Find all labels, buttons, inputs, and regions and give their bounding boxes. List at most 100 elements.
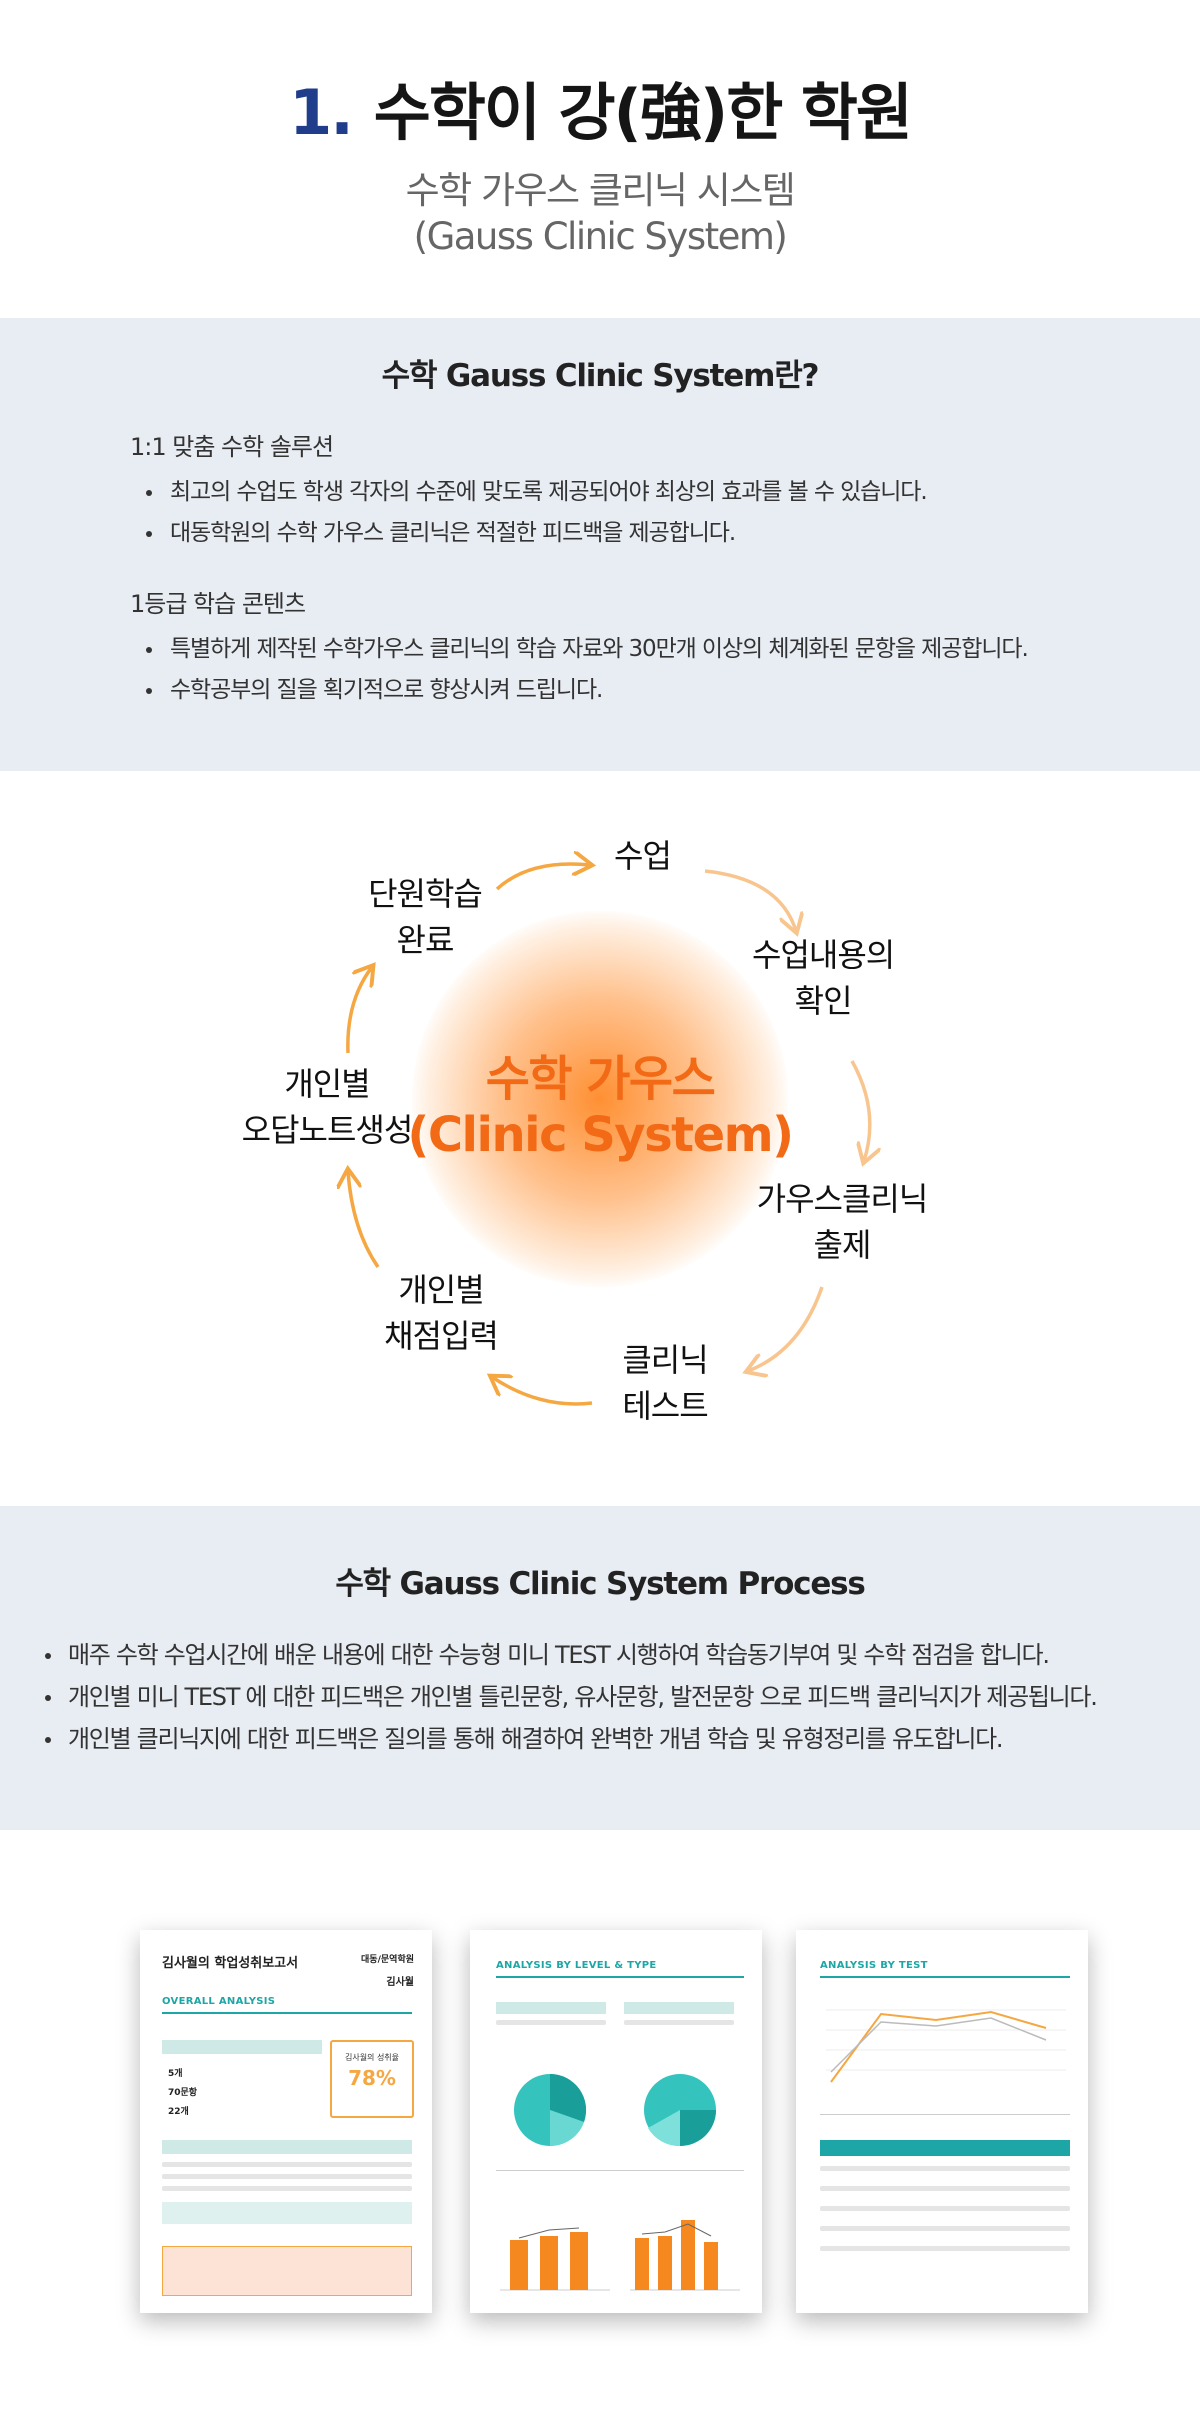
report-score: 78% bbox=[348, 2066, 396, 2090]
cycle-step-note: 개인별 오답노트생성 bbox=[234, 1061, 420, 1153]
step-line1: 개인별 bbox=[398, 1271, 484, 1309]
report-row bbox=[820, 2206, 1070, 2211]
arrow-exam-to-test bbox=[748, 1286, 824, 1371]
cycle-diagram: 수학 가우스 (Clinic System) 수업 수업내용의 확인 가우스클리… bbox=[0, 771, 1200, 1506]
step-line1: 수업내용의 bbox=[752, 936, 895, 974]
center-line2: (Clinic System) bbox=[407, 1107, 794, 1163]
report-table-header bbox=[162, 2040, 322, 2054]
process-list: 매주 수학 수업시간에 배운 내용에 대한 수능형 미니 TEST 시행하여 학… bbox=[40, 1634, 1190, 1760]
report-row bbox=[820, 2226, 1070, 2231]
report-section-title: ANALYSIS BY LEVEL & TYPE bbox=[496, 1960, 657, 1971]
report-row bbox=[162, 2174, 412, 2179]
report-note bbox=[162, 2202, 412, 2224]
subtitle-line2: (Gauss Clinic System) bbox=[413, 215, 788, 258]
intro-section: 수학 Gauss Clinic System란? 1:1 맞춤 수학 솔루션 최… bbox=[0, 318, 1200, 771]
list-item: 매주 수학 수업시간에 배운 내용에 대한 수능형 미니 TEST 시행하여 학… bbox=[40, 1634, 1190, 1676]
cycle-step-grade: 개인별 채점입력 bbox=[378, 1267, 504, 1359]
center-glow bbox=[412, 911, 788, 1287]
cycle-step-test: 클리닉 테스트 bbox=[610, 1337, 720, 1429]
page-subtitle: 수학 가우스 클리닉 시스템 (Gauss Clinic System) bbox=[0, 168, 1200, 260]
page-title: 1. 수학이 강(強)한 학원 bbox=[0, 62, 1200, 152]
report-row bbox=[162, 2186, 412, 2191]
report-divider bbox=[496, 2170, 744, 2171]
arrow-grade-to-note bbox=[348, 1171, 380, 1268]
list-item: 수학공부의 질을 획기적으로 향상시켜 드립니다. bbox=[130, 670, 1130, 711]
cycle-center-label: 수학 가우스 (Clinic System) bbox=[400, 1051, 800, 1163]
report-section-title: OVERALL ANALYSIS bbox=[162, 1996, 276, 2007]
step-line1: 클리닉 bbox=[622, 1341, 708, 1379]
process-section: 수학 Gauss Clinic System Process 매주 수학 수업시… bbox=[0, 1506, 1200, 1830]
intro-list: 특별하게 제작된 수학가우스 클리닉의 학습 자료와 30만개 이상의 체계화된… bbox=[130, 629, 1130, 711]
step-line2: 출제 bbox=[813, 1226, 872, 1264]
list-item: 특별하게 제작된 수학가우스 클리닉의 학습 자료와 30만개 이상의 체계화된… bbox=[130, 629, 1130, 670]
report-sample-level-type: ANALYSIS BY LEVEL & TYPE bbox=[470, 1930, 762, 2313]
report-pie-type bbox=[644, 2074, 716, 2147]
report-dept: 대동/문역학원 bbox=[361, 1955, 414, 1965]
report-stat: 5개 bbox=[168, 2069, 183, 2079]
report-row bbox=[624, 2020, 734, 2025]
arrow-note-to-complete bbox=[346, 967, 372, 1054]
step-line1: 수업 bbox=[614, 837, 672, 875]
report-stat: 22개 bbox=[168, 2107, 189, 2117]
list-item: 대동학원의 수학 가우스 클리닉은 적절한 피드백을 제공합니다. bbox=[130, 513, 1130, 554]
report-score-label: 김사월의 성취율 bbox=[344, 2053, 400, 2062]
process-title: 수학 Gauss Clinic System Process bbox=[335, 1566, 866, 1602]
hero-section: 1. 수학이 강(強)한 학원 수학 가우스 클리닉 시스템 (Gauss Cli… bbox=[0, 0, 1200, 318]
intro-group-heading: 1:1 맞춤 수학 솔루션 bbox=[130, 433, 334, 461]
subtitle-line1: 수학 가우스 클리닉 시스템 bbox=[405, 169, 796, 212]
report-sample-test: ANALYSIS BY TEST bbox=[796, 1930, 1088, 2313]
report-row bbox=[820, 2166, 1070, 2171]
report-table-header bbox=[624, 2002, 734, 2014]
section-number: 1. bbox=[289, 76, 354, 149]
cycle-step-review: 수업내용의 확인 bbox=[752, 932, 895, 1024]
report-rule bbox=[820, 1976, 1070, 1978]
arrow-review-to-exam bbox=[850, 1060, 870, 1161]
report-title: 김사월의 학업성취보고서 bbox=[162, 1956, 299, 1971]
intro-group-heading: 1등급 학습 콘텐츠 bbox=[130, 590, 306, 618]
arrow-complete-to-class bbox=[495, 864, 590, 891]
step-line2: 채점입력 bbox=[384, 1317, 499, 1355]
report-sample-overall: 김사월의 학업성취보고서 대동/문역학원 김사월 OVERALL ANALYSI… bbox=[140, 1930, 432, 2313]
report-comment-box bbox=[162, 2246, 412, 2296]
cycle-step-exam: 가우스클리닉 출제 bbox=[752, 1176, 932, 1268]
step-line1: 단원학습 bbox=[368, 875, 483, 913]
cycle-arrows bbox=[0, 771, 1200, 1406]
report-section-title: ANALYSIS BY TEST bbox=[820, 1960, 928, 1971]
intro-title: 수학 Gauss Clinic System란? bbox=[381, 358, 820, 394]
report-table-header bbox=[496, 2002, 606, 2014]
page-title-text: 수학이 강(強)한 학원 bbox=[373, 76, 913, 149]
center-line1: 수학 가우스 bbox=[485, 1051, 716, 1107]
arrow-class-to-review bbox=[704, 869, 796, 931]
cycle-step-complete: 단원학습 완료 bbox=[362, 871, 488, 963]
report-bar-charts bbox=[500, 2220, 740, 2291]
report-line-chart bbox=[826, 2009, 1066, 2083]
report-rule bbox=[496, 1976, 744, 1978]
step-line2: 확인 bbox=[794, 982, 853, 1020]
report-row bbox=[496, 2020, 606, 2025]
report-divider bbox=[820, 2114, 1070, 2115]
list-item: 개인별 미니 TEST 에 대한 피드백은 개인별 틀린문항, 유사문항, 발전… bbox=[40, 1676, 1190, 1718]
arrow-test-to-grade bbox=[492, 1377, 593, 1406]
report-rule bbox=[162, 2012, 412, 2014]
cycle-step-class: 수업 bbox=[614, 833, 672, 879]
report-table-header bbox=[820, 2140, 1070, 2156]
report-stat: 70문항 bbox=[168, 2088, 198, 2098]
list-item: 최고의 수업도 학생 각자의 수준에 맞도록 제공되어야 최상의 효과를 볼 수… bbox=[130, 472, 1130, 513]
report-row bbox=[820, 2186, 1070, 2191]
step-line1: 개인별 bbox=[284, 1065, 370, 1103]
report-student: 김사월 bbox=[386, 1977, 414, 1988]
intro-list: 최고의 수업도 학생 각자의 수준에 맞도록 제공되어야 최상의 효과를 볼 수… bbox=[130, 472, 1130, 554]
step-line2: 완료 bbox=[396, 921, 455, 959]
report-score-box: 김사월의 성취율 78% bbox=[330, 2040, 414, 2118]
report-row bbox=[820, 2246, 1070, 2251]
report-row bbox=[162, 2162, 412, 2167]
intro-group-1: 1:1 맞춤 수학 솔루션 최고의 수업도 학생 각자의 수준에 맞도록 제공되… bbox=[130, 427, 1130, 554]
step-line1: 가우스클리닉 bbox=[756, 1180, 929, 1218]
step-line2: 테스트 bbox=[622, 1387, 708, 1425]
report-pie-level bbox=[514, 2074, 587, 2146]
step-line2: 오답노트생성 bbox=[241, 1111, 414, 1149]
list-item: 개인별 클리닉지에 대한 피드백은 질의를 통해 해결하여 완벽한 개념 학습 … bbox=[40, 1718, 1190, 1760]
report-table-header bbox=[162, 2140, 412, 2154]
intro-group-2: 1등급 학습 콘텐츠 특별하게 제작된 수학가우스 클리닉의 학습 자료와 30… bbox=[130, 584, 1130, 711]
